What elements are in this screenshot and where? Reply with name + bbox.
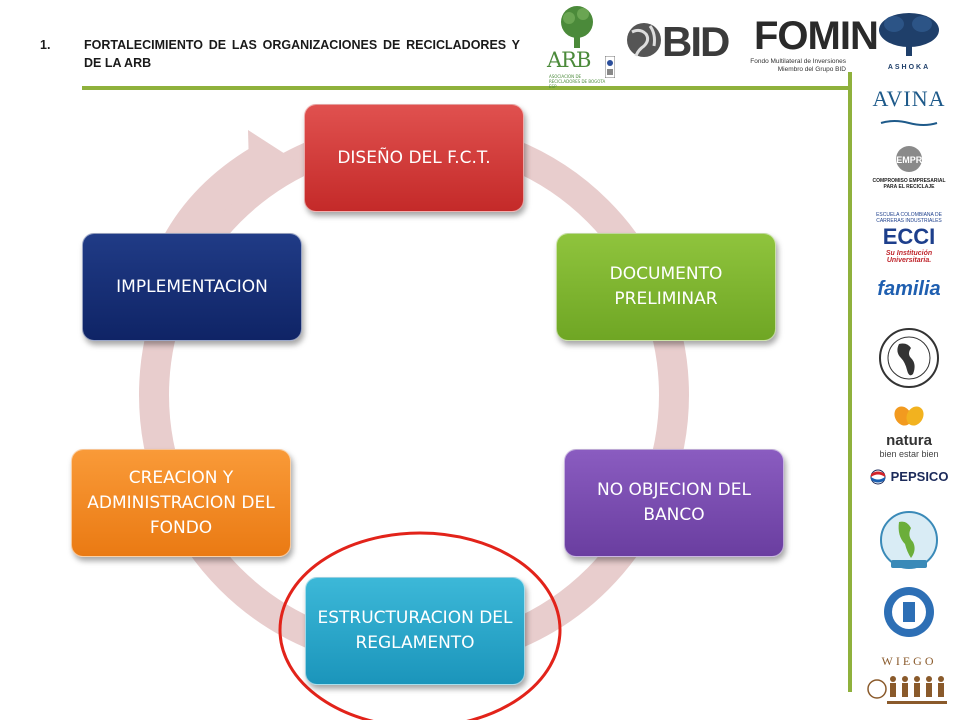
ecci-logo: ESCUELA COLOMBIANA DE CARRERAS INDUSTRIA… xyxy=(866,212,952,264)
red-recicladores-logo xyxy=(866,508,952,578)
cycle-arrowhead xyxy=(248,130,310,205)
bid-logo: BID xyxy=(624,16,738,66)
arb-label: ARB xyxy=(547,48,591,72)
fomin-subtitle: Fondo Multilateral de Inversiones Miembr… xyxy=(750,58,846,73)
cempre-label: COMPROMISO EMPRESARIAL PARA EL RECICLAJE xyxy=(872,178,946,190)
top-divider xyxy=(82,86,850,90)
ecci-small-label: ESCUELA COLOMBIANA DE CARRERAS INDUSTRIA… xyxy=(876,212,942,224)
familia-label: familia xyxy=(877,278,941,300)
svg-text:CEMPRE: CEMPRE xyxy=(890,155,929,165)
heading-number: 1. xyxy=(40,38,51,52)
globe-network-icon xyxy=(880,511,938,569)
cempre-logo: CEMPRE COMPROMISO EMPRESARIAL PARA EL RE… xyxy=(866,144,952,190)
ashoka-logo: ASHOKA xyxy=(866,10,952,71)
pepsico-label: PEPSICO xyxy=(890,469,949,484)
highlight-circle xyxy=(278,531,562,720)
fundacion-logo xyxy=(866,326,952,394)
step-estructuracion: ESTRUCTURACION DEL REGLAMENTO xyxy=(305,577,525,685)
pepsico-logo: PEPSICO xyxy=(866,466,952,485)
familia-logo: familia xyxy=(866,278,952,301)
step-implementacion: IMPLEMENTACION xyxy=(82,233,302,341)
pepsi-globe-icon xyxy=(870,469,886,484)
ecci-label: ECCI xyxy=(882,224,936,249)
heading-title: FORTALECIMIENTO DE LAS ORGANIZACIONES DE… xyxy=(84,38,520,70)
step-no-objecion: NO OBJECION DEL BANCO xyxy=(564,449,784,557)
tree-icon xyxy=(561,6,593,48)
recycle-icon: CEMPRE xyxy=(890,146,929,172)
step-documento-preliminar: DOCUMENTO PRELIMINAR xyxy=(556,233,776,341)
arb-subtitle: ASOCIACION DE RECICLADORES DE BOGOTA ESP xyxy=(549,74,606,89)
fomin-label: FOMIN xyxy=(754,14,879,58)
people-icon xyxy=(867,676,947,704)
americas-map-icon xyxy=(879,328,939,388)
ecci-slogan: Su Institución Universitaria. xyxy=(885,250,933,264)
tree-icon xyxy=(879,13,939,56)
step-diseno: DISEÑO DEL F.C.T. xyxy=(304,104,524,212)
arb-logo: ARB ASOCIACION DE RECICLADORES DE BOGOTA… xyxy=(547,4,617,89)
natura-label: natura xyxy=(886,432,932,449)
ashoka-label: ASHOKA xyxy=(887,64,931,71)
wiego-logo: WIEGO xyxy=(866,654,952,713)
fomin-logo: FOMIN Fondo Multilateral de Inversiones … xyxy=(744,14,879,74)
wave-icon xyxy=(880,120,938,126)
tetrapak-logo xyxy=(866,584,952,644)
right-divider xyxy=(848,72,852,692)
tetrapak-icon xyxy=(884,587,934,637)
step-creacion-fondo: CREACION Y ADMINISTRACION DEL FONDO xyxy=(71,449,291,557)
globe-icon xyxy=(627,23,661,57)
natura-logo: natura bien estar bien xyxy=(866,402,952,459)
wiego-label: WIEGO xyxy=(881,654,937,668)
avina-logo: AVINA xyxy=(866,86,952,131)
natura-subtitle: bien estar bien xyxy=(879,449,939,459)
certification-icon xyxy=(605,56,615,78)
slide-heading: 1. FORTALECIMIENTO DE LAS ORGANIZACIONES… xyxy=(40,36,520,72)
avina-label: AVINA xyxy=(872,86,946,111)
bid-label: BID xyxy=(662,18,730,65)
flower-icon xyxy=(894,406,924,426)
